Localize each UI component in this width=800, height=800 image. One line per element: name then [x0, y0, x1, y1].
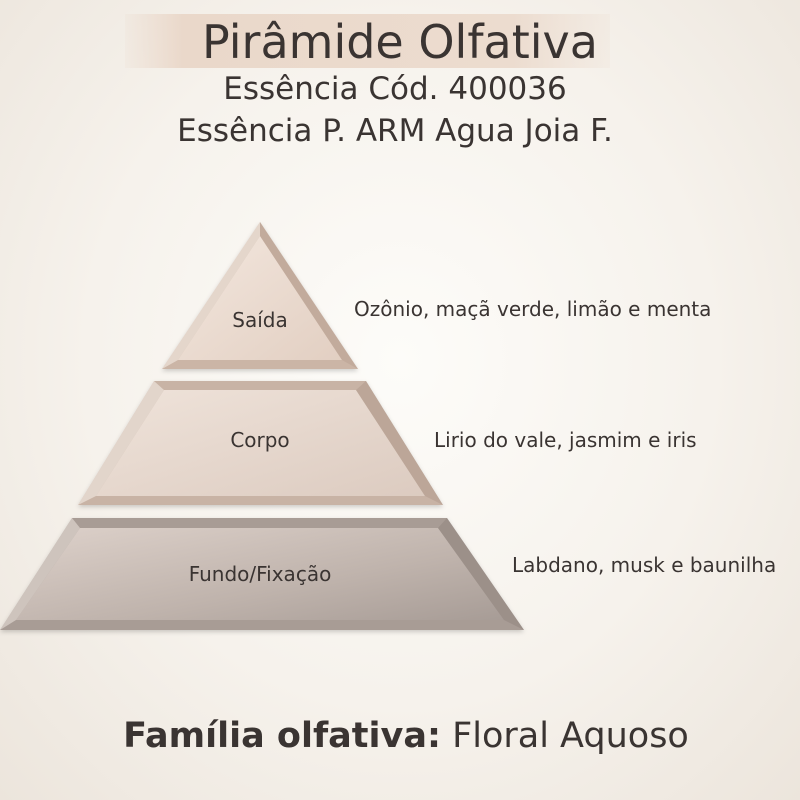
tier-label-corpo: Corpo	[230, 428, 290, 452]
family-value: Floral Aquoso	[452, 716, 689, 756]
page-title: Pirâmide Olfativa	[202, 15, 598, 69]
tier-middle	[78, 381, 443, 505]
tier-top	[162, 222, 358, 369]
tier-bottom	[0, 518, 524, 630]
essence-code: Essência Cód. 400036	[223, 71, 567, 107]
olfactory-family: Família olfativa: Floral Aquoso	[0, 714, 800, 758]
tier-notes-corpo: Lirio do vale, jasmim e iris	[434, 428, 697, 452]
tier-label-fundo: Fundo/Fixação	[188, 562, 332, 586]
title-highlight-band	[125, 14, 610, 68]
tier-label-saida: Saída	[232, 308, 288, 332]
tier-notes-fundo: Labdano, musk e baunilha	[512, 553, 777, 577]
family-label: Família olfativa:	[123, 716, 441, 756]
essence-name: Essência P. ARM Agua Joia F.	[177, 113, 613, 149]
tier-notes-saida: Ozônio, maçã verde, limão e menta	[354, 297, 712, 321]
